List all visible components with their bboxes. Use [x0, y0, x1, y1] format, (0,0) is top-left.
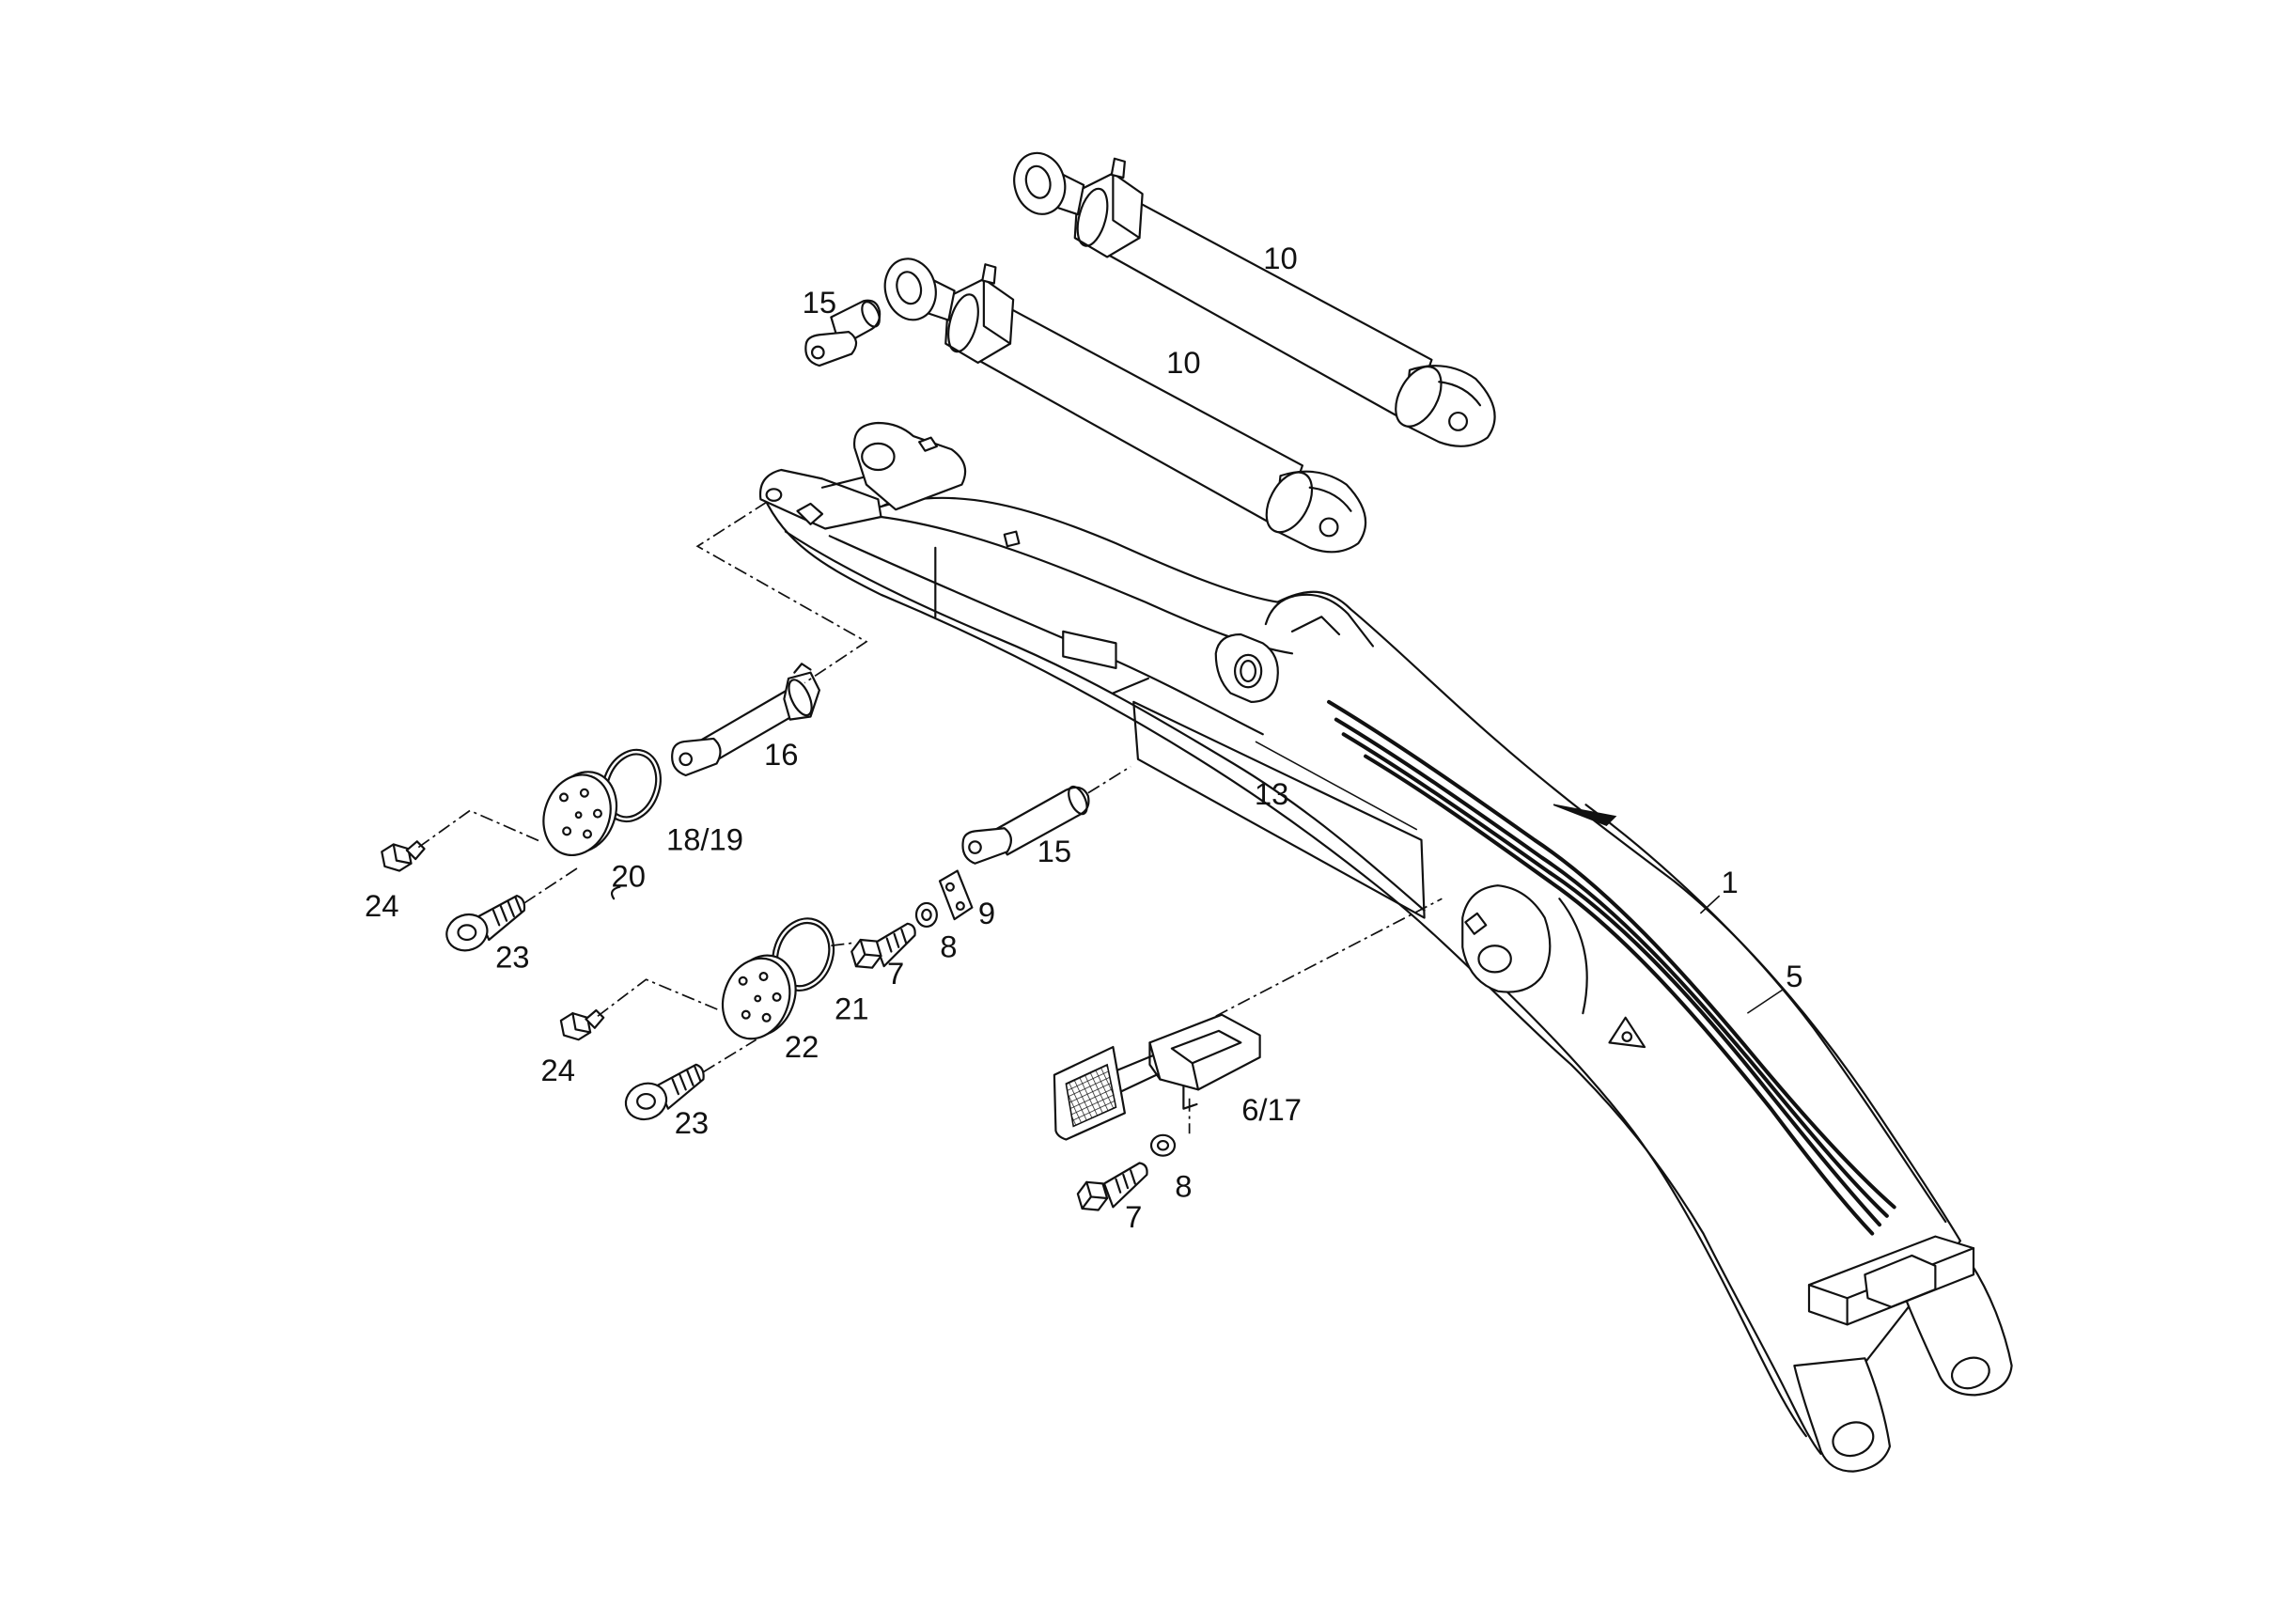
hose-bundle — [1327, 699, 1896, 1236]
long-pin — [671, 663, 820, 777]
retaining-plate — [938, 869, 974, 921]
grease-nipple-lower — [559, 1008, 605, 1041]
ring-upper — [601, 748, 662, 823]
decal-panel — [1132, 700, 1426, 919]
leader-hose — [1746, 989, 1784, 1014]
callout-plate: 9 — [978, 896, 995, 930]
callout-ring-upper: 18/19 — [666, 822, 743, 857]
callout-screw-upper: 7 — [887, 956, 904, 991]
pin-lower — [961, 785, 1090, 865]
cover-disc-lower — [721, 954, 797, 1040]
pin-upper — [804, 299, 882, 367]
callout-screw-lower: 7 — [1125, 1199, 1142, 1234]
arm-assembly — [758, 421, 2013, 1473]
callout-nipple-upper: 24 — [365, 888, 398, 923]
washer-lower — [1149, 1133, 1177, 1157]
callout-step: 6/17 — [1241, 1092, 1302, 1127]
callout-washer-lower: 8 — [1175, 1168, 1192, 1203]
callout-panel: 13 — [1255, 776, 1288, 811]
arm-foot-lug — [758, 468, 882, 530]
callout-washer-upper: 8 — [940, 929, 957, 964]
callout-disc-lower: 22 — [785, 1029, 819, 1064]
callout-ring-lower: 21 — [835, 991, 868, 1025]
small-decal — [1062, 630, 1117, 670]
callout-nipple-lower: 24 — [541, 1053, 575, 1087]
assembly-lines — [417, 501, 1443, 1134]
leader-arm — [1699, 895, 1721, 914]
callout-long-pin: 16 — [764, 737, 798, 772]
callout-disc-upper: 20 — [612, 859, 646, 894]
hex-screw-upper — [850, 922, 916, 969]
callout-lower-cylinder: 10 — [1166, 345, 1200, 380]
washer-upper — [914, 901, 938, 929]
callout-upper-cylinder: 10 — [1263, 241, 1297, 275]
callout-bolt-upper: 23 — [495, 940, 529, 975]
hex-screw-lower — [1076, 1162, 1148, 1211]
callout-pin-lower: 15 — [1038, 834, 1071, 868]
socket-bolt-lower — [624, 1063, 705, 1121]
cover-disc-upper — [542, 771, 621, 900]
callout-bolt-lower: 23 — [675, 1105, 709, 1140]
socket-bolt-upper — [445, 895, 526, 952]
grease-nipple-upper — [381, 840, 426, 872]
arm-body — [762, 495, 1962, 1455]
step-assembly — [1053, 1013, 1261, 1141]
callout-pin-upper: 15 — [803, 285, 836, 320]
callout-hose: 5 — [1786, 959, 1802, 993]
callout-arm: 1 — [1722, 865, 1739, 899]
